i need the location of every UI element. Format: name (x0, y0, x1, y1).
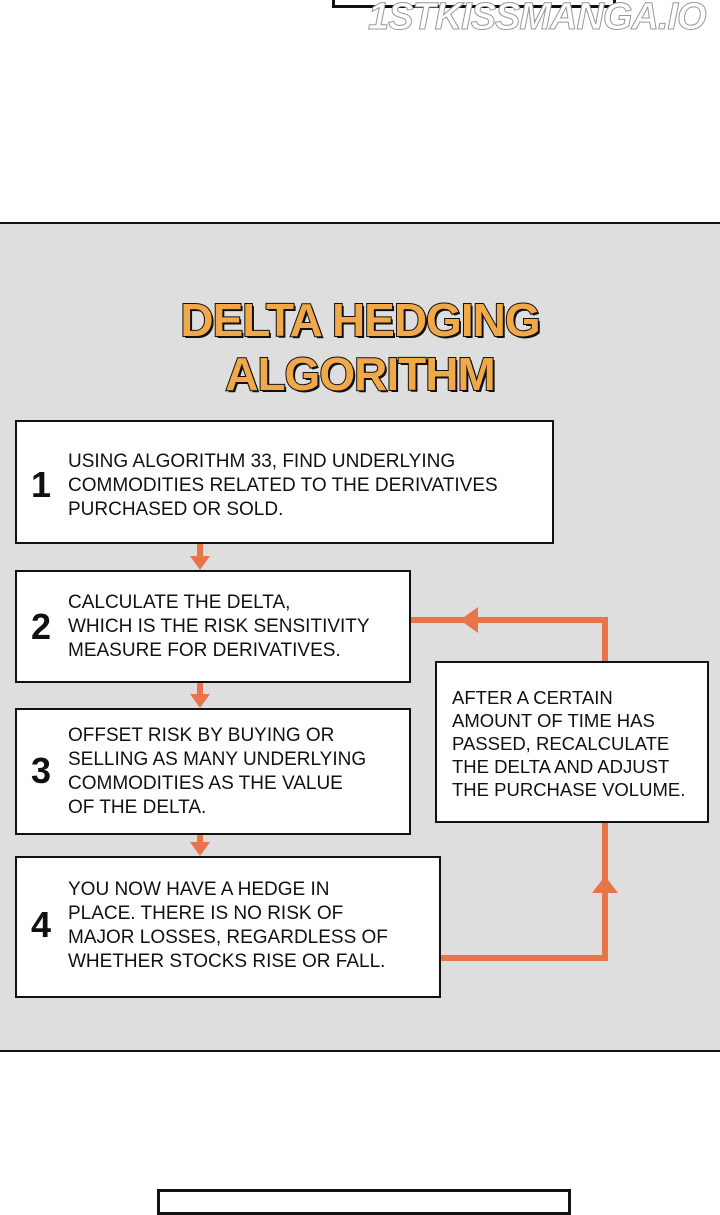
step-1-box: 1 USING ALGORITHM 33, FIND UNDERLYING CO… (15, 420, 554, 544)
diagram-title-line1: DELTA HEDGING (179, 293, 541, 347)
step-number: 2 (31, 606, 52, 647)
loop-arrowhead-left (460, 607, 478, 633)
step-number: 4 (31, 904, 52, 945)
step-number: 1 (31, 464, 52, 505)
diagram-title-line2: ALGORITHM (224, 347, 497, 401)
step-2-box: 2 CALCULATE THE DELTA, WHICH IS THE RISK… (15, 570, 411, 683)
watermark: 1STKISSMANGA.IO (368, 0, 708, 39)
recalculate-loop-box: AFTER A CERTAIN AMOUNT OF TIME HAS PASSE… (435, 661, 709, 823)
previous-panel-box (332, 0, 616, 8)
step-number: 3 (31, 750, 52, 791)
step-text: USING ALGORITHM 33, FIND UNDERLYING COMM… (68, 451, 498, 520)
arrowhead-2-3 (190, 694, 210, 708)
loop-text: AFTER A CERTAIN AMOUNT OF TIME HAS PASSE… (452, 687, 686, 800)
step-3-box: 3 OFFSET RISK BY BUYING OR SELLING AS MA… (15, 708, 411, 835)
next-panel-box (157, 1189, 571, 1215)
step-text: OFFSET RISK BY BUYING OR SELLING AS MANY… (68, 725, 367, 818)
arrowhead-1-2 (190, 556, 210, 570)
step-text: CALCULATE THE DELTA, WHICH IS THE RISK S… (68, 592, 370, 661)
step-4-box: 4 YOU NOW HAVE A HEDGE IN PLACE. THERE I… (15, 856, 441, 998)
arrowhead-3-4 (190, 842, 210, 856)
step-text: YOU NOW HAVE A HEDGE IN PLACE. THERE IS … (68, 879, 388, 972)
loop-arrowhead-up (592, 876, 618, 893)
